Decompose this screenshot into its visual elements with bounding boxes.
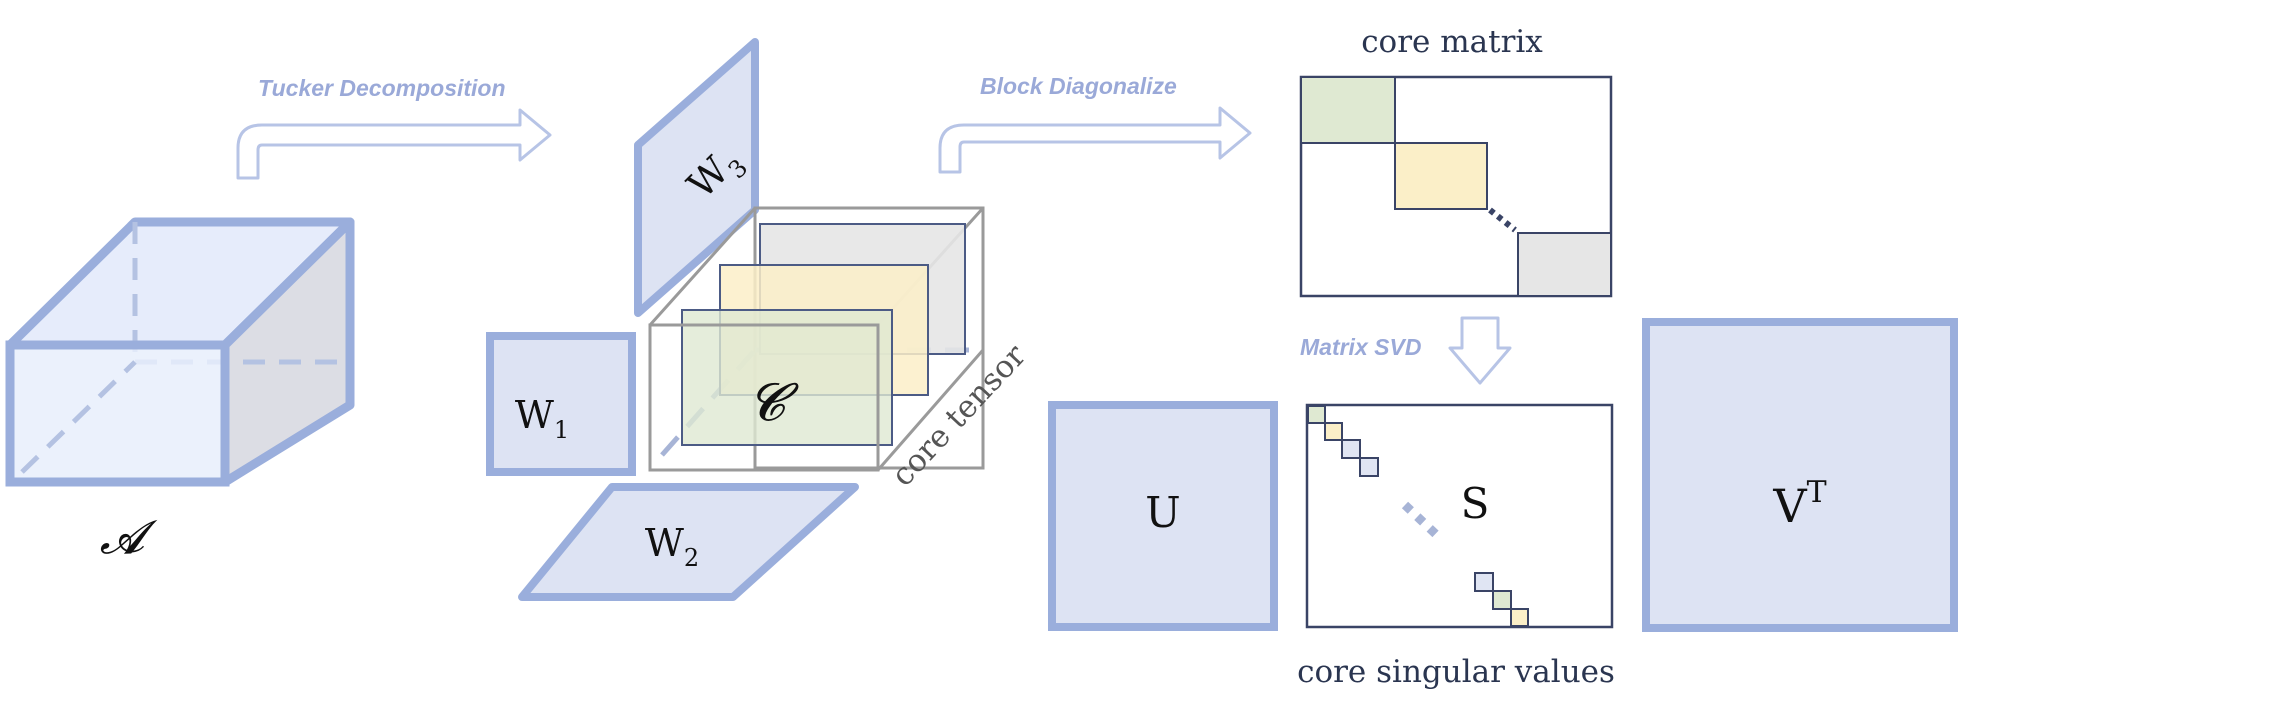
s-label: S — [1461, 479, 1490, 528]
vt-label: V — [1772, 479, 1807, 533]
svg-text:W2: W2 — [645, 521, 699, 572]
tucker-decomposition-arrow — [236, 108, 552, 180]
tensor-a-label: 𝓐 — [100, 510, 158, 564]
s-matrix: S — [1305, 403, 1614, 629]
svg-text:W1: W1 — [515, 393, 569, 444]
w1-subscript: 1 — [554, 416, 569, 444]
core-matrix-title: core matrix — [1361, 24, 1543, 60]
vt-superscript: T — [1807, 475, 1827, 510]
u-matrix: U — [1048, 401, 1278, 631]
core-singular-values-label: core singular values — [1297, 654, 1615, 690]
u-label: U — [1145, 488, 1180, 537]
svg-text:VT: VT — [1772, 475, 1826, 533]
core-tensor-cube — [648, 206, 985, 472]
tensor-a-cuboid — [5, 217, 355, 487]
vt-matrix: VT — [1642, 318, 1958, 632]
block-diagonalize-arrow — [938, 106, 1252, 174]
w2-factor-matrix: W2 — [518, 483, 859, 601]
w2-label: W — [645, 521, 684, 565]
tucker-decomposition-label: Tucker Decomposition — [258, 75, 506, 101]
core-matrix-block-green — [1300, 76, 1396, 144]
w1-factor-matrix: W1 — [486, 332, 636, 476]
w1-label: W — [515, 393, 554, 437]
core-block-green — [681, 309, 893, 446]
core-matrix-block-gray — [1517, 232, 1612, 297]
w2-subscript: 2 — [684, 544, 699, 572]
core-matrix — [1299, 75, 1613, 298]
matrix-svd-arrow — [1448, 316, 1512, 385]
matrix-svd-label: Matrix SVD — [1300, 334, 1421, 360]
block-diagonalize-label: Block Diagonalize — [980, 73, 1177, 99]
core-matrix-block-yellow — [1394, 142, 1488, 210]
